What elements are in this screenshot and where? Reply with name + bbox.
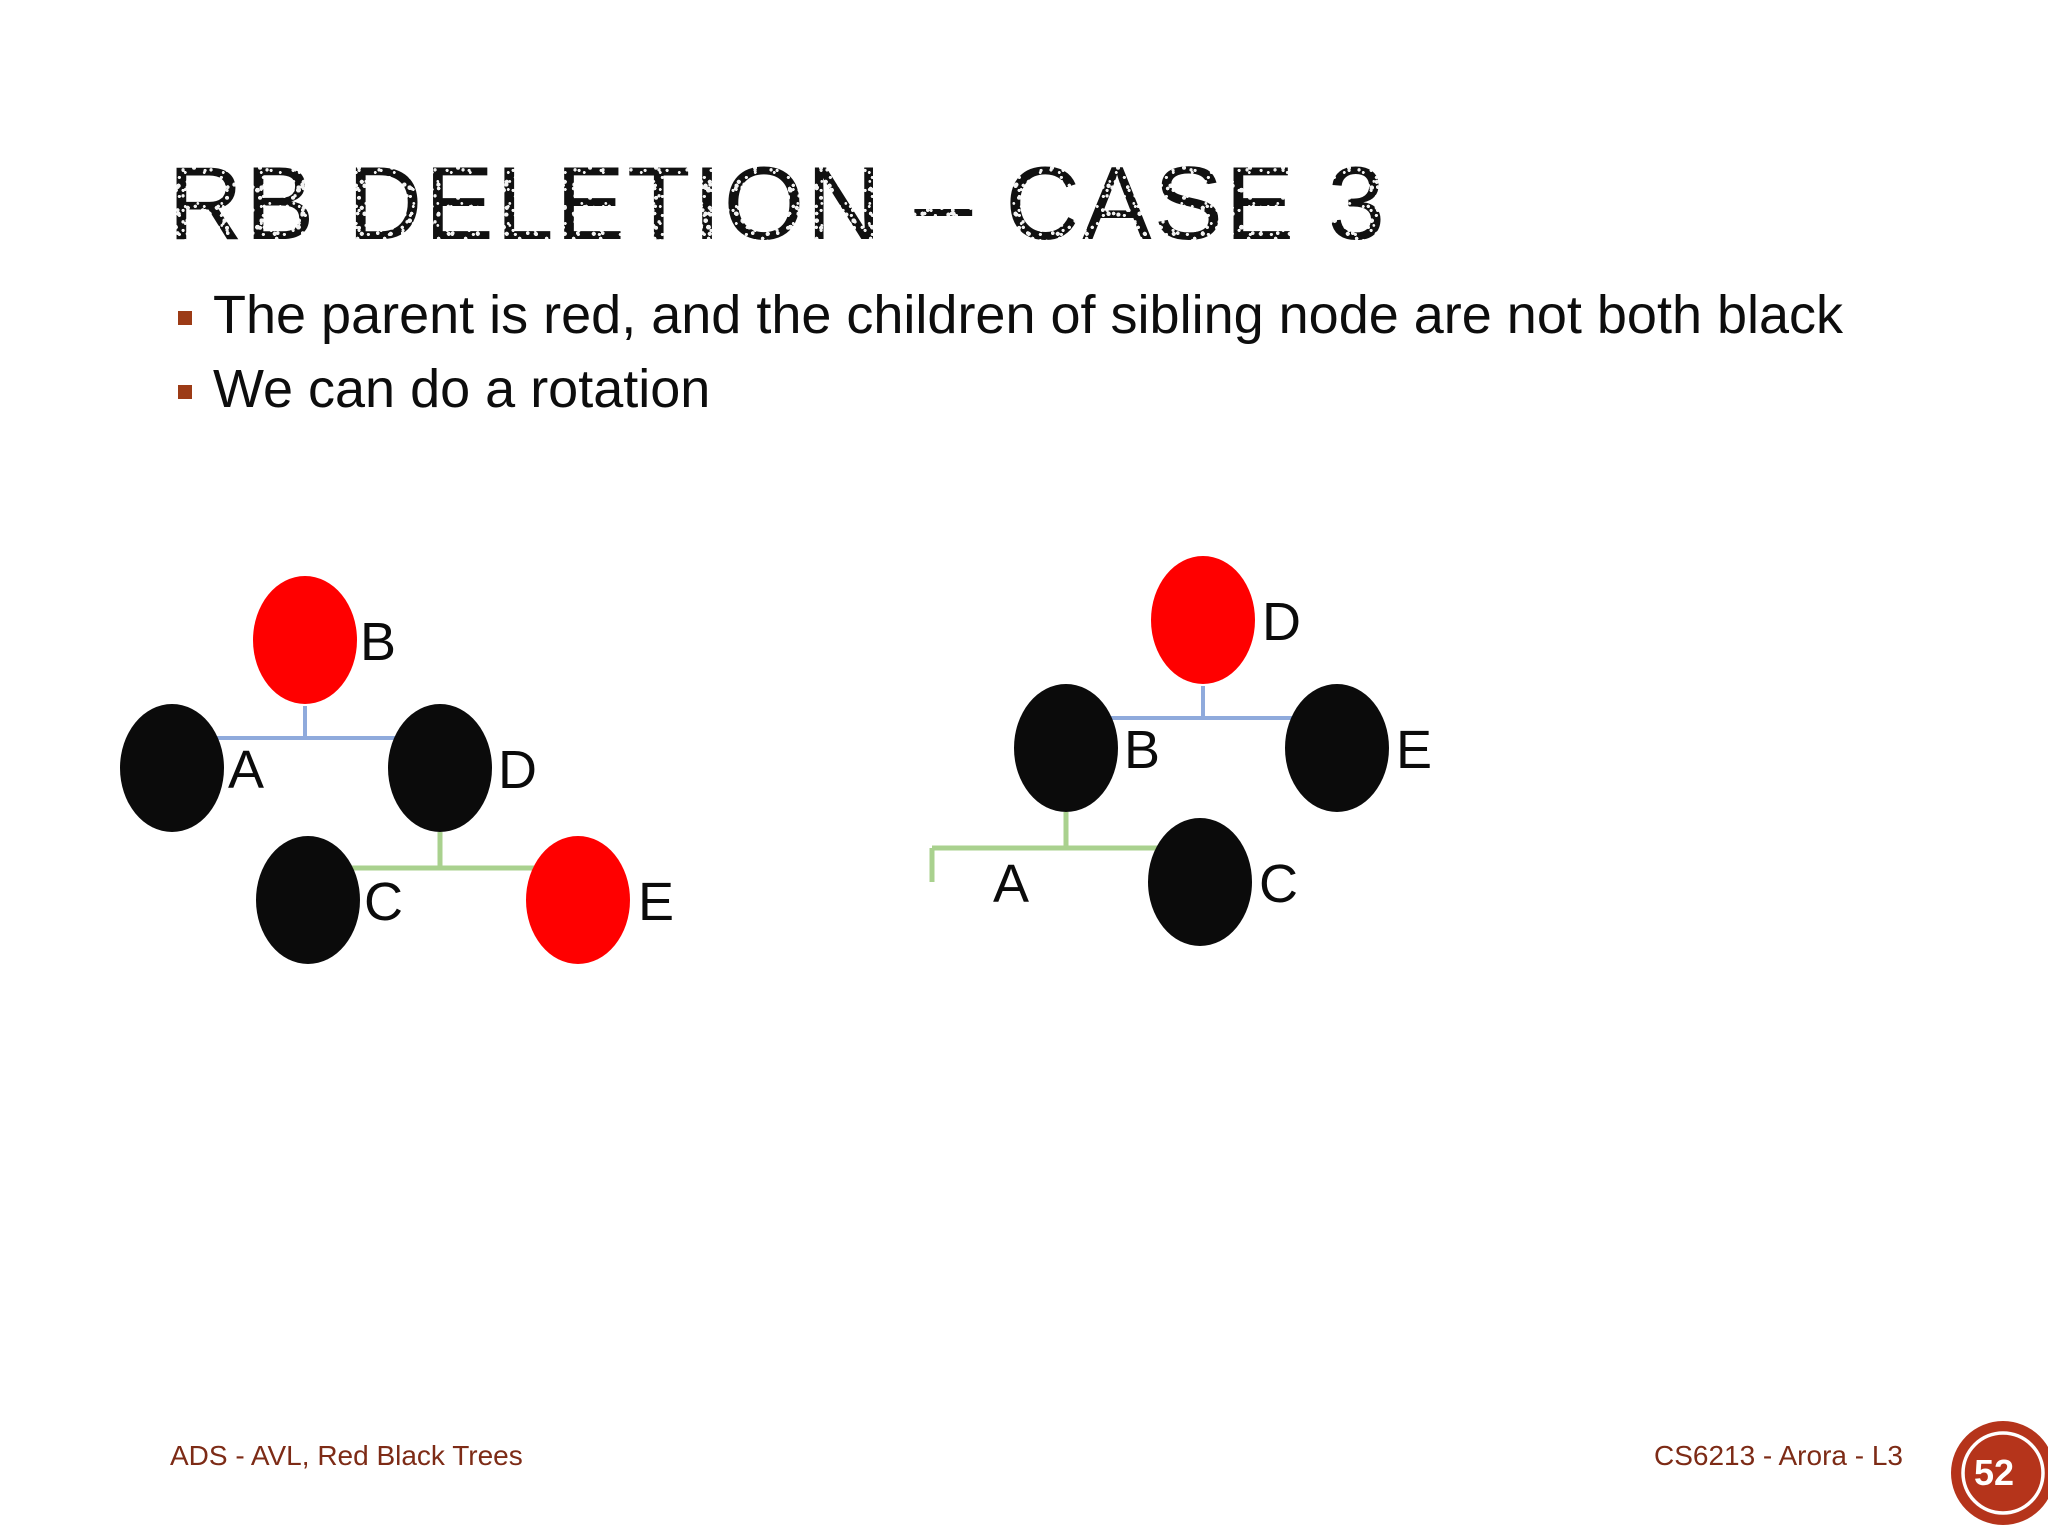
tree-node-E[interactable]: [1285, 684, 1389, 812]
bullet-item-text: The parent is red, and the children of s…: [213, 285, 1844, 345]
tree-node-B[interactable]: [1014, 684, 1118, 812]
tree-node-C[interactable]: [256, 836, 360, 964]
tree-node-D[interactable]: [388, 704, 492, 832]
red-black-tree-diagram: B A D C E D B E A: [120, 556, 1432, 964]
page-title-text: RB DELETION – CASE 3: [163, 146, 1392, 262]
page-number-text: 52: [1973, 1452, 2015, 1493]
tree-node-label-C: C: [1259, 854, 1298, 914]
right-tree: D B E A C: [929, 556, 1432, 946]
tree-node-D[interactable]: [1151, 556, 1255, 684]
tree-node-label-A: A: [993, 854, 1029, 914]
page-badge-icon: [1951, 1421, 2048, 1525]
page-number-badge: 52: [1951, 1421, 2048, 1525]
bullet-square-icon: [178, 385, 192, 399]
tree-node-B[interactable]: [253, 576, 357, 704]
bullet-square-icon: [178, 311, 192, 325]
tree-node-label-A: A: [228, 740, 264, 800]
tree-node-label-B: B: [1124, 720, 1160, 780]
bullet-item: We can do a rotation: [178, 362, 710, 416]
footer-left-text: ADS - AVL, Red Black Trees: [170, 1440, 523, 1471]
tree-node-label-D: D: [1262, 592, 1301, 652]
tree-node-label-C: C: [364, 872, 403, 932]
bullet-item-text: We can do a rotation: [213, 359, 711, 419]
tree-node-label-B: B: [360, 612, 396, 672]
left-tree: B A D C E: [120, 576, 674, 964]
tree-node-C[interactable]: [1148, 818, 1252, 946]
footer-right-text: CS6213 - Arora - L3: [1653, 1440, 1903, 1471]
tree-node-label-D: D: [498, 740, 537, 800]
tree-node-label-E: E: [1396, 720, 1432, 780]
bullet-item: The parent is red, and the children of s…: [178, 288, 1843, 342]
tree-node-E[interactable]: [526, 836, 630, 964]
tree-node-label-E: E: [638, 872, 674, 932]
tree-node-A[interactable]: [120, 704, 224, 832]
page-title: RB DELETION – CASE 3: [163, 146, 1392, 262]
